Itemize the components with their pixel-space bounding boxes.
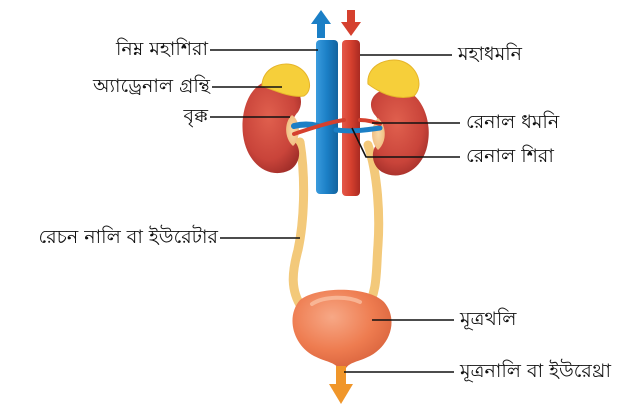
vein-flow-up-arrow <box>311 10 331 38</box>
right-ureter <box>366 145 379 310</box>
label-bladder: মূত্রথলি <box>460 308 516 330</box>
artery-flow-down-arrow <box>341 10 361 36</box>
urinary-bladder <box>292 290 391 368</box>
label-renal-artery: রেনাল ধমনি <box>466 111 559 133</box>
label-renal-vein: রেনাল শিরা <box>466 145 554 167</box>
label-adrenal-gland: অ্যাড্রেনাল গ্রন্থি <box>93 75 210 97</box>
label-kidney: বৃক্ক <box>183 105 208 127</box>
right-adrenal-gland <box>368 60 419 97</box>
inferior-vena-cava <box>316 40 338 194</box>
aorta <box>342 40 360 196</box>
left-ureter <box>293 142 303 308</box>
label-urethra: মূত্রনালি বা ইউরেথ্রা <box>460 360 611 382</box>
urethra <box>336 366 346 386</box>
right-renal-vein <box>336 128 380 131</box>
label-inferior-vena-cava: নিম্ন মহাশিরা <box>116 38 208 60</box>
label-aorta: মহাধমনি <box>458 43 522 65</box>
label-ureter: রেচন নালি বা ইউরেটার <box>39 226 218 248</box>
urine-flow-down-arrow <box>329 384 353 404</box>
